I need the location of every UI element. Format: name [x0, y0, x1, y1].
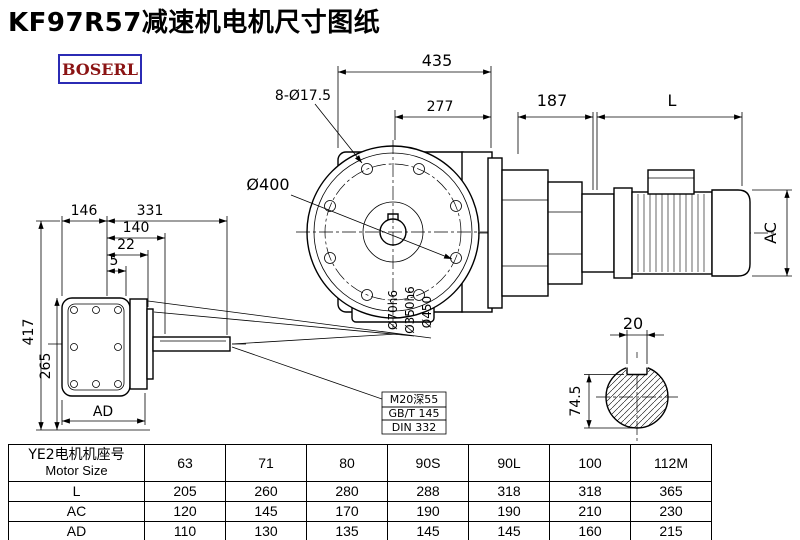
housing-bolts — [70, 306, 122, 388]
value-cell: 288 — [387, 481, 469, 502]
value-cell: 210 — [549, 501, 631, 522]
fan-cowl — [711, 189, 751, 277]
value-cell: 280 — [306, 481, 388, 502]
col-motor-size: 80 — [306, 444, 388, 482]
side-view — [48, 297, 248, 397]
dim-5: 5 — [110, 253, 119, 269]
row-label: L — [8, 481, 145, 502]
dim-AC: AC — [761, 222, 780, 244]
col-motor-size: 100 — [549, 444, 631, 482]
dim-L: L — [668, 91, 677, 110]
dim-277: 277 — [427, 99, 454, 115]
dim-22: 22 — [117, 237, 135, 253]
note-gb-standard: GB/T 145 — [389, 407, 440, 420]
motor-side-view — [478, 157, 775, 309]
table-header-cn: YE2电机机座号 — [28, 447, 125, 464]
value-cell: 130 — [225, 521, 307, 540]
value-cell: 170 — [306, 501, 388, 522]
dim-AD: AD — [93, 404, 113, 420]
bolt-holes — [324, 163, 462, 301]
table-header-row: YE2电机机座号 Motor Size 63 71 80 90S 90L 100… — [8, 444, 712, 482]
motor-cooling-fins — [637, 194, 705, 272]
table-header-en: Motor Size — [45, 462, 108, 478]
dim-417: 417 — [21, 319, 37, 346]
dim-331: 331 — [137, 203, 164, 219]
dim-key-width: 20 — [623, 314, 643, 333]
value-cell: 230 — [630, 501, 712, 522]
col-motor-size: 90L — [468, 444, 550, 482]
technical-drawing: 435 277 8-Ø17.5 Ø400 — [21, 51, 792, 442]
col-motor-size: 71 — [225, 444, 307, 482]
dim-187: 187 — [537, 91, 568, 110]
dim-146: 146 — [71, 203, 98, 219]
value-cell: 318 — [549, 481, 631, 502]
value-cell: 260 — [225, 481, 307, 502]
page-title: KF97R57减速机电机尺寸图纸 — [8, 8, 381, 38]
front-view-dimensions: 435 277 8-Ø17.5 Ø400 — [246, 51, 492, 260]
label-spigot-dia: Ø350h6 — [403, 286, 417, 334]
value-cell: 145 — [387, 521, 469, 540]
terminal-box — [647, 169, 695, 195]
dim-bolt-holes: 8-Ø17.5 — [275, 88, 331, 104]
note-din-standard: DIN 332 — [392, 421, 436, 434]
label-shaft-dia: Ø70h6 — [386, 290, 400, 330]
dim-bolt-circle: Ø400 — [246, 175, 289, 194]
col-motor-size: 90S — [387, 444, 469, 482]
value-cell: 110 — [144, 521, 226, 540]
motor-dimensions: 187 L AC — [517, 91, 792, 277]
value-cell: 160 — [549, 521, 631, 540]
value-cell: 190 — [387, 501, 469, 522]
dim-140: 140 — [123, 220, 150, 236]
side-view-dimensions: 146 331 140 22 5 417 265 AD — [21, 203, 447, 435]
value-cell: 215 — [630, 521, 712, 540]
value-cell: 135 — [306, 521, 388, 540]
dim-265: 265 — [38, 353, 54, 380]
table-row-AD: AD 110 130 135 145 145 160 215 — [8, 521, 712, 540]
brand-logo-text: BOSERL — [61, 59, 139, 79]
table-row-AC: AC 120 145 170 190 190 210 230 — [8, 501, 712, 522]
table-row-L: L 205 260 280 288 318 318 365 — [8, 481, 712, 502]
value-cell: 365 — [630, 481, 712, 502]
label-flange-dia: Ø450 — [420, 296, 434, 328]
value-cell: 145 — [468, 521, 550, 540]
dim-74-5: 74.5 — [568, 385, 584, 416]
row-label: AD — [8, 521, 145, 540]
dim-435: 435 — [422, 51, 453, 70]
shaft-section: 20 74.5 — [568, 314, 678, 442]
brand-logo: BOSERL — [58, 54, 142, 84]
value-cell: 190 — [468, 501, 550, 522]
value-cell: 120 — [144, 501, 226, 522]
row-label: AC — [8, 501, 145, 522]
value-cell: 205 — [144, 481, 226, 502]
note-thread: M20深55 — [390, 393, 439, 406]
value-cell: 318 — [468, 481, 550, 502]
motor-size-table: YE2电机机座号 Motor Size 63 71 80 90S 90L 100… — [8, 444, 712, 540]
value-cell: 145 — [225, 501, 307, 522]
col-motor-size: 112M — [630, 444, 712, 482]
table-header-cell: YE2电机机座号 Motor Size — [8, 444, 145, 482]
col-motor-size: 63 — [144, 444, 226, 482]
